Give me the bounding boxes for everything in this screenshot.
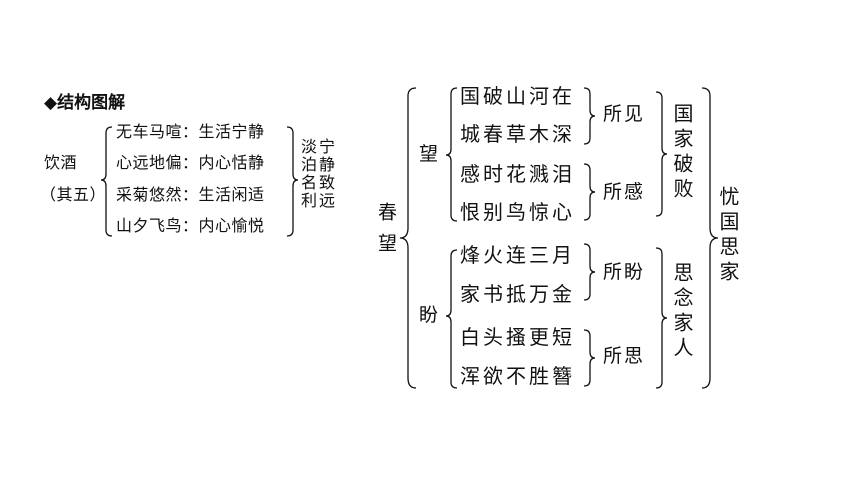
chunwang-brace bbox=[399, 87, 417, 389]
left-line-1: 无车马喧：生活宁静 bbox=[116, 122, 265, 141]
brace-theme bbox=[701, 87, 719, 389]
summary-guojia-pobai: 国家破败 bbox=[670, 103, 694, 203]
left-line-2: 心远地偏：内心恬静 bbox=[116, 153, 265, 172]
brace-suosi bbox=[583, 329, 596, 387]
label-suosi: 所思 bbox=[603, 345, 646, 367]
pan-line-2: 家书抵万金 bbox=[460, 282, 575, 306]
summary-sinian-jiaren: 思念家人 bbox=[670, 262, 694, 362]
wang-line-1: 国破山河在 bbox=[460, 84, 575, 108]
left-line-3: 采菊悠然：生活闲适 bbox=[116, 185, 265, 204]
poem-title-yinjiu: 饮酒 bbox=[44, 153, 78, 172]
brace-pan-summary bbox=[655, 247, 668, 389]
left-open-brace bbox=[100, 126, 113, 237]
brace-suogan bbox=[583, 163, 596, 221]
wang-line-2: 城春草木深 bbox=[460, 122, 575, 146]
wang-brace bbox=[445, 87, 458, 222]
label-suogan: 所感 bbox=[603, 181, 646, 203]
poem-title-chunwang: 春望 bbox=[375, 202, 397, 264]
left-close-brace bbox=[286, 126, 299, 237]
brace-suojian bbox=[583, 87, 596, 145]
label-suojian: 所见 bbox=[603, 103, 646, 125]
brace-wang-summary bbox=[655, 91, 668, 217]
poem-subtitle: （其五） bbox=[40, 185, 107, 204]
pan-line-1: 烽火连三月 bbox=[460, 243, 575, 267]
left-summary-2: 淡泊名利 bbox=[298, 138, 317, 210]
pan-line-3: 白头搔更短 bbox=[460, 325, 575, 349]
wang-line-4: 恨别鸟惊心 bbox=[460, 200, 575, 224]
brace-suopan bbox=[583, 243, 596, 301]
pan-brace bbox=[445, 249, 458, 389]
theme-youguo-sijia: 忧国思家 bbox=[716, 186, 740, 286]
label-wang: 望 bbox=[419, 143, 439, 165]
left-line-4: 山夕飞鸟：内心愉悦 bbox=[116, 216, 265, 235]
label-pan: 盼 bbox=[419, 304, 439, 326]
label-suopan: 所盼 bbox=[603, 261, 646, 283]
section-title: ◆结构图解 bbox=[44, 93, 126, 113]
wang-line-3: 感时花溅泪 bbox=[460, 162, 575, 186]
left-summary-1: 宁静致远 bbox=[316, 138, 335, 210]
pan-line-4: 浑欲不胜簪 bbox=[460, 364, 575, 388]
